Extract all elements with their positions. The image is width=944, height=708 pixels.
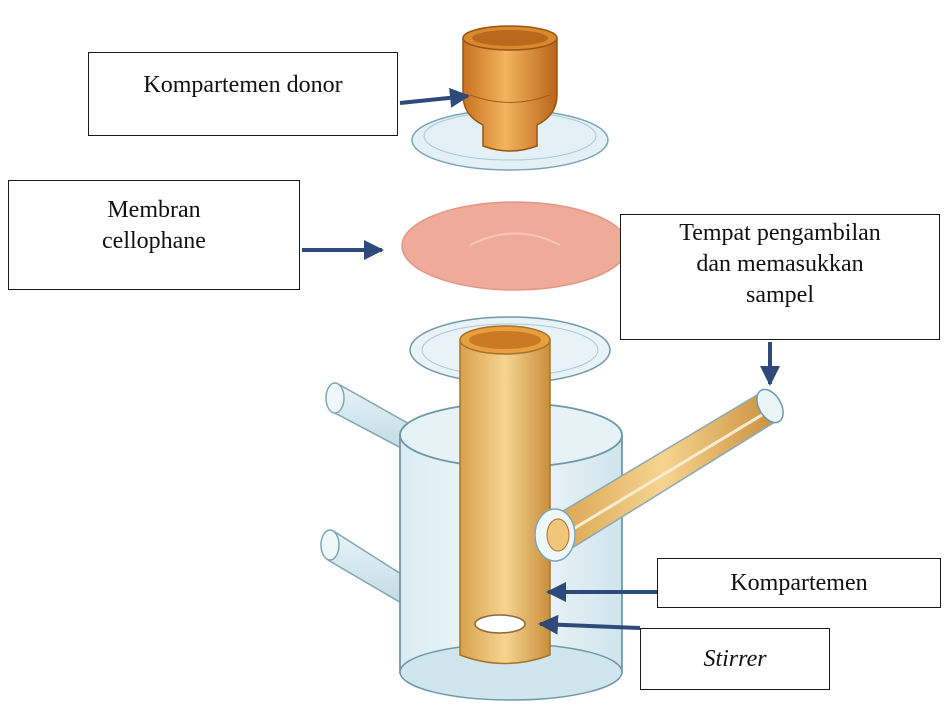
label-tempat-line3: sampel: [621, 280, 939, 311]
arrow-donor: [400, 96, 468, 103]
label-membran-line2: cellophane: [9, 226, 299, 257]
cellophane-membrane: [402, 202, 628, 290]
label-tempat-line2: dan memasukkan: [621, 249, 939, 280]
label-donor-text: Kompartemen donor: [89, 70, 397, 101]
label-stirrer-text: Stirrer: [641, 644, 829, 675]
label-kompartemen: Kompartemen: [657, 558, 941, 608]
label-membran-cellophane: Membran cellophane: [8, 180, 300, 290]
label-stirrer: Stirrer: [640, 628, 830, 690]
label-kompartemen-donor: Kompartemen donor: [88, 52, 398, 136]
label-tempat-line1: Tempat pengambilan: [621, 218, 939, 249]
label-tempat-pengambilan: Tempat pengambilan dan memasukkan sampel: [620, 214, 940, 340]
label-kompartemen-text: Kompartemen: [658, 568, 940, 599]
label-membran-line1: Membran: [9, 195, 299, 226]
stirrer-bar: [475, 615, 525, 633]
